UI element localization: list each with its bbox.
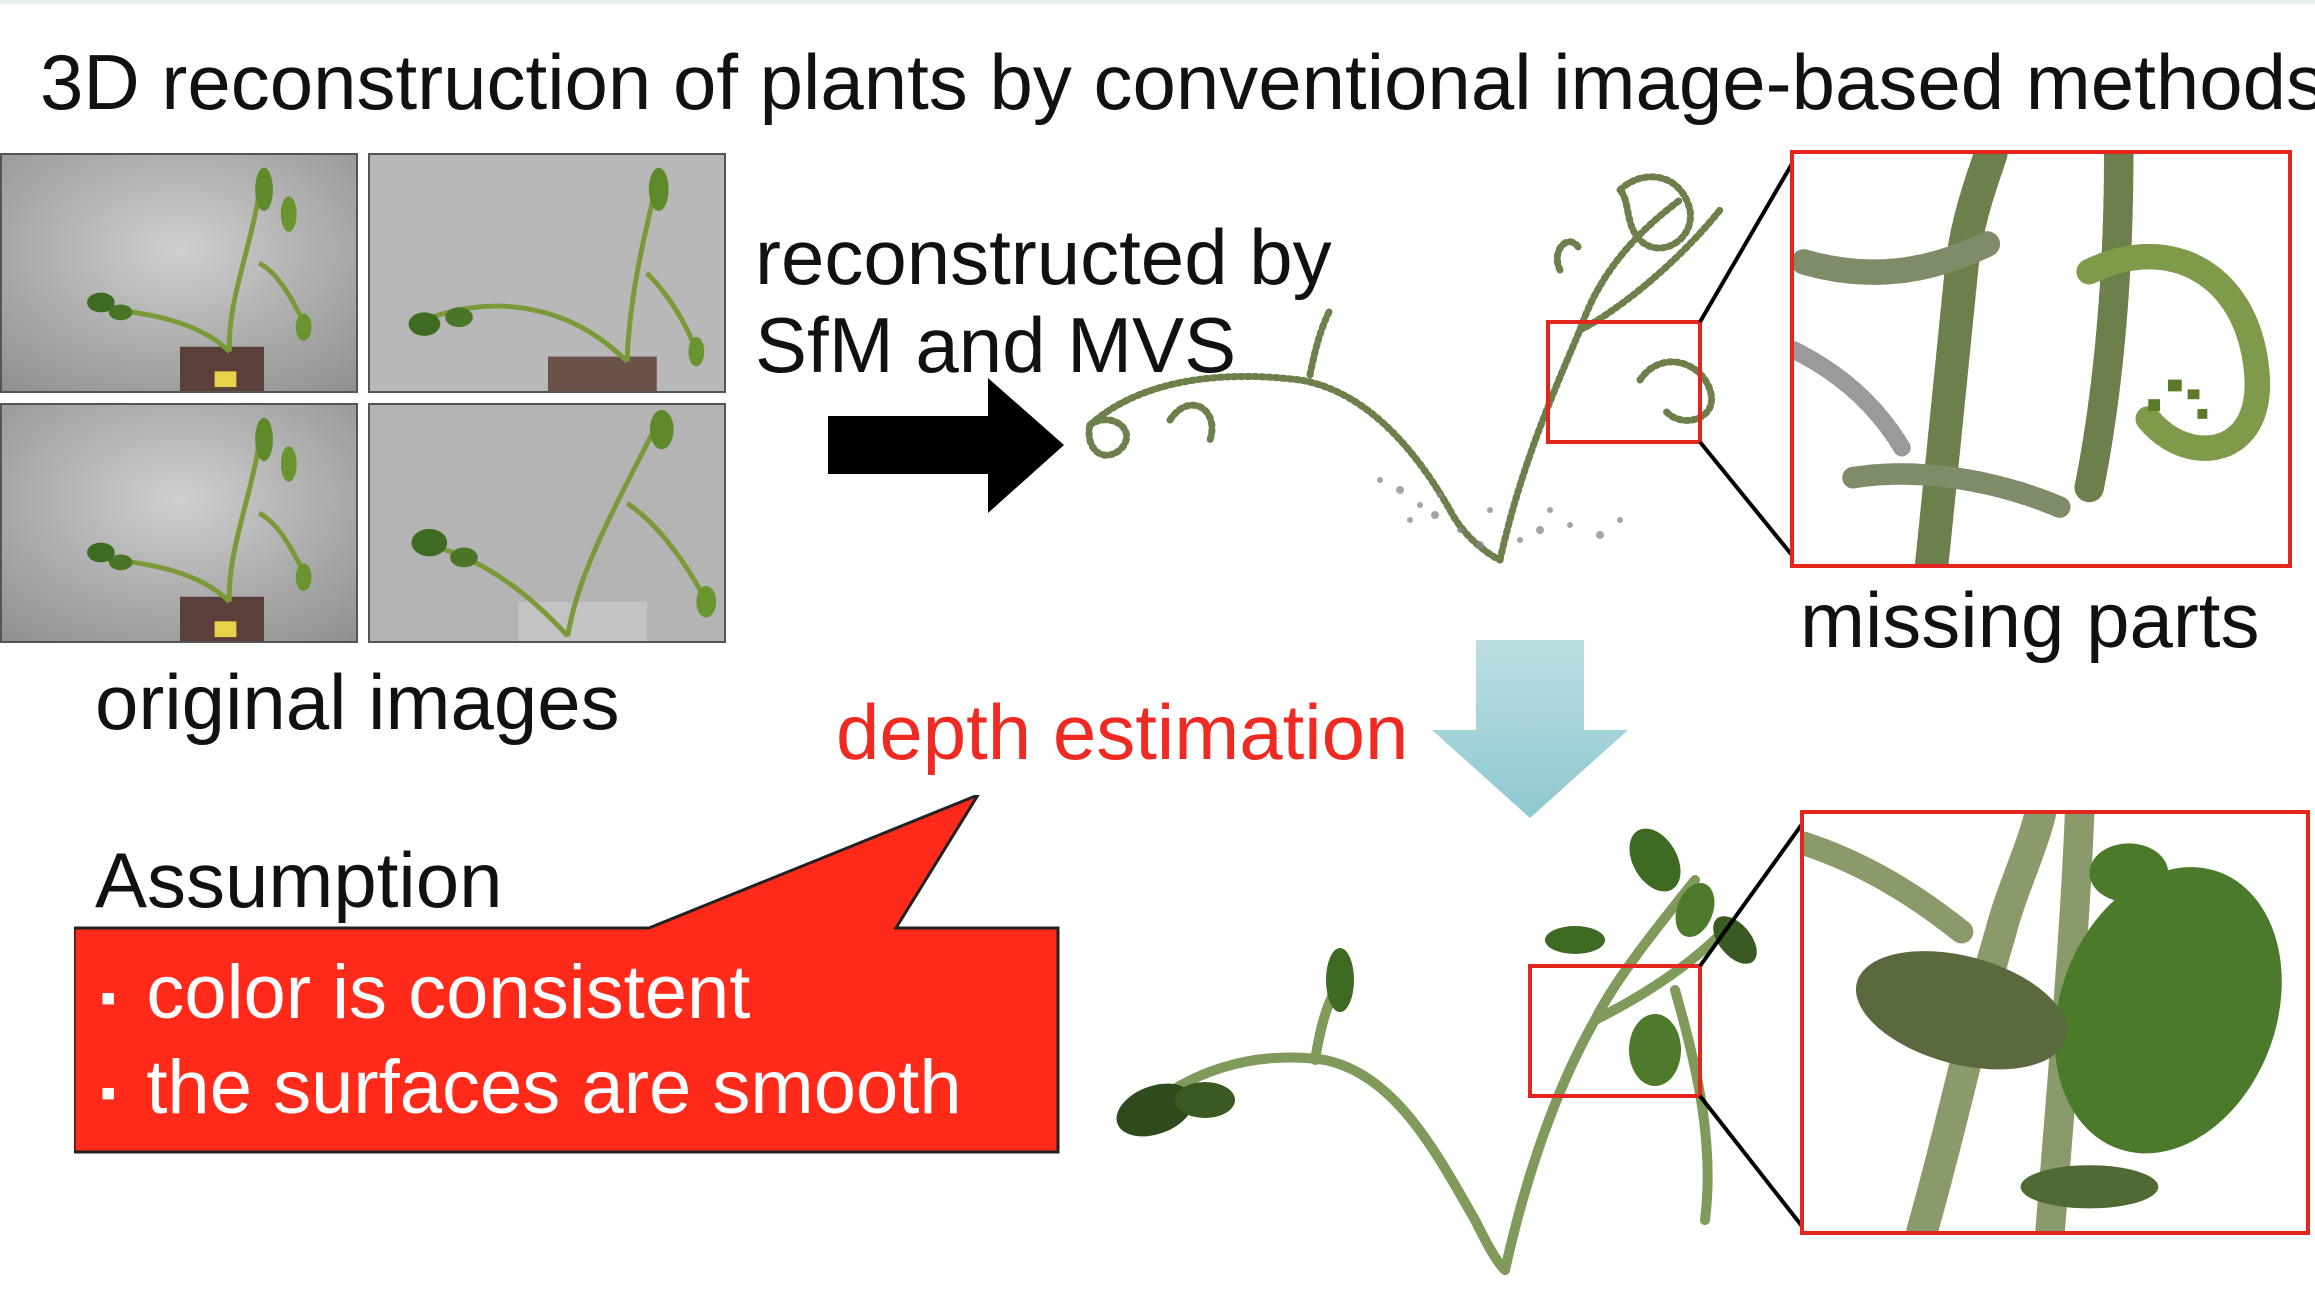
assumption-item-2: ▪ the surfaces are smooth [100,1042,962,1133]
missing-parts-zoom [1790,150,2292,568]
down-arrow-icon [1432,640,1628,818]
sparse-reconstruction-image [1085,150,1800,567]
assumption-item-text: color is consistent [146,950,751,1035]
original-photo-3 [0,403,358,643]
depth-estimation-label: depth estimation [836,688,1409,776]
top-border-line [0,0,2315,4]
original-photo-2 [368,153,726,393]
reconstruct-label-line1: reconstructed by [755,213,1332,301]
assumption-item-text: the surfaces are smooth [146,1045,962,1130]
right-arrow-icon [828,378,1064,513]
original-photo-1 [0,153,358,393]
assumption-item-1: ▪ color is consistent [100,947,750,1038]
bullet-icon: ▪ [100,971,117,1024]
slide-title: 3D reconstruction of plants by conventio… [40,38,2315,126]
bullet-icon: ▪ [100,1066,117,1119]
original-photo-4 [368,403,726,643]
assumption-heading: Assumption [95,836,503,924]
reconstruct-label-line2: SfM and MVS [755,301,1237,389]
smooth-surface-zoom [1800,810,2310,1235]
original-images-label: original images [95,658,620,746]
assumption-callout-box [74,795,1060,1154]
missing-parts-label: missing parts [1800,576,2260,664]
dense-reconstruction-image [1116,820,1807,1275]
